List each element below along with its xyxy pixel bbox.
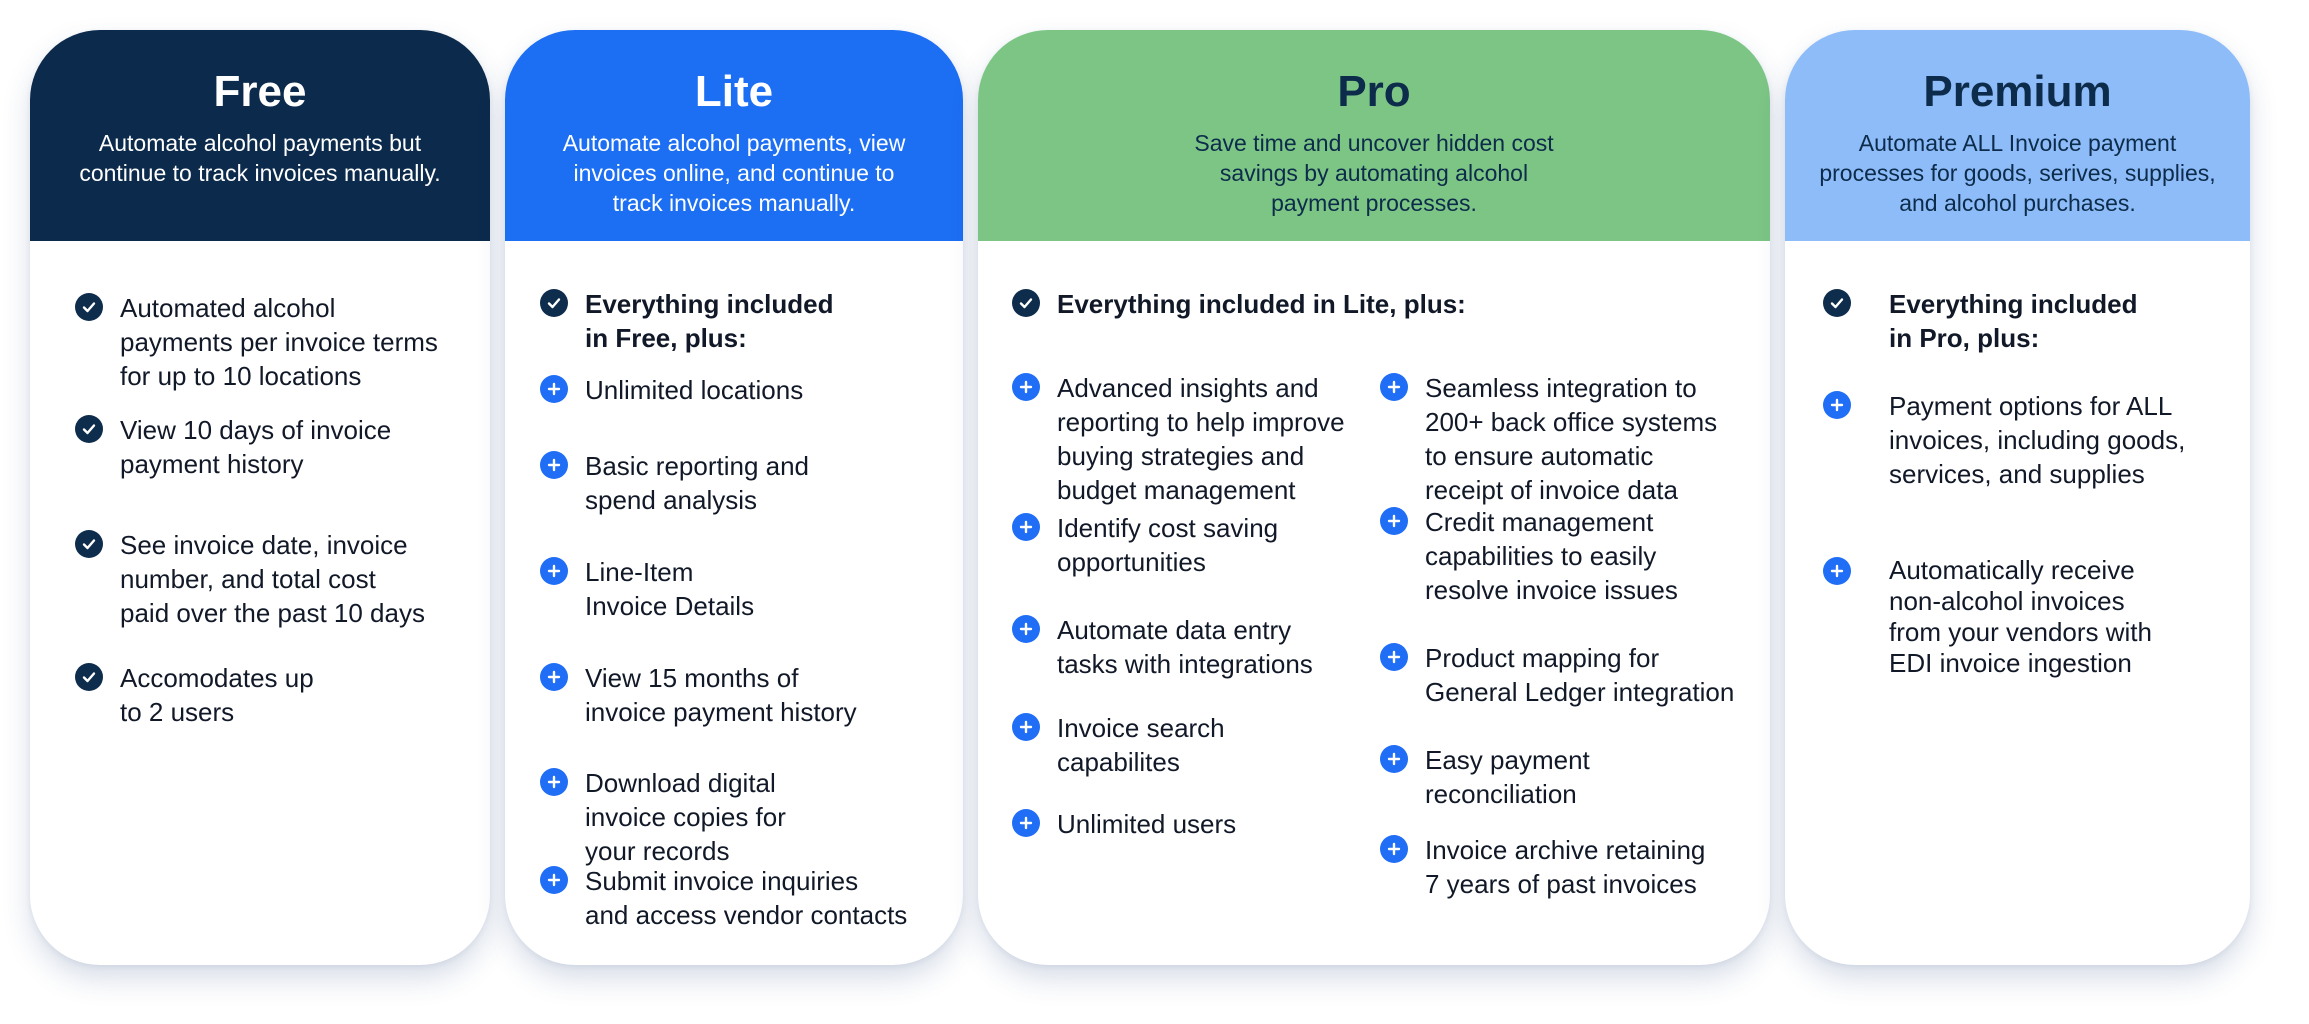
feature-text: Automatically receive non-alcohol invoic… xyxy=(1889,555,2152,678)
plus-circle-icon xyxy=(1012,615,1040,643)
plan-card-pro: Pro Save time and uncover hidden cost sa… xyxy=(978,30,1770,965)
feature-text: Automate data entry tasks with integrati… xyxy=(1057,615,1313,679)
feature-list: Automated alcohol payments per invoice t… xyxy=(30,241,490,965)
plan-header-pro: Pro Save time and uncover hidden cost sa… xyxy=(978,30,1770,241)
plus-circle-icon xyxy=(540,768,568,796)
feature-text: Accomodates up to 2 users xyxy=(120,663,314,727)
feature-text: View 10 days of invoice payment history xyxy=(120,415,392,479)
feature-text: Basic reporting and spend analysis xyxy=(585,451,810,515)
feature-item: Download digital invoice copies for your… xyxy=(540,766,786,868)
plus-circle-icon xyxy=(1012,809,1040,837)
plan-description: Automate alcohol payments, view invoices… xyxy=(562,130,906,216)
plan-name: Pro xyxy=(1337,67,1411,116)
plus-circle-icon xyxy=(540,375,568,403)
check-circle-icon xyxy=(540,289,568,317)
feature-item: Everything included in Lite, plus: xyxy=(1012,287,1466,321)
feature-item: Seamless integration to 200+ back office… xyxy=(1380,371,1717,507)
feature-text: Identify cost saving opportunities xyxy=(1057,513,1279,577)
feature-item: Submit invoice inquiries and access vend… xyxy=(540,864,907,932)
plus-circle-icon xyxy=(1380,373,1408,401)
feature-text: Credit management capabilities to easily… xyxy=(1425,507,1678,605)
feature-text: See invoice date, invoice number, and to… xyxy=(120,530,425,628)
feature-text: Everything included in Lite, plus: xyxy=(1057,289,1466,319)
plan-name: Free xyxy=(213,67,307,116)
plus-circle-icon xyxy=(1012,373,1040,401)
feature-list: Everything included in Pro, plus: Paymen… xyxy=(1785,241,2250,965)
feature-item: Product mapping for General Ledger integ… xyxy=(1380,641,1734,709)
feature-item: Basic reporting and spend analysis xyxy=(540,449,809,517)
plan-description: Automate alcohol payments but continue t… xyxy=(79,130,441,186)
feature-item: Advanced insights and reporting to help … xyxy=(1012,371,1345,507)
feature-text: Product mapping for General Ledger integ… xyxy=(1425,643,1735,707)
feature-list: Everything included in Free, plus: Unlim… xyxy=(505,241,963,965)
feature-item: Payment options for ALL invoices, includ… xyxy=(1823,389,2185,491)
feature-item: View 10 days of invoice payment history xyxy=(75,413,391,481)
plus-circle-icon xyxy=(1380,835,1408,863)
feature-text: Invoice archive retaining 7 years of pas… xyxy=(1425,835,1706,899)
feature-item: Unlimited locations xyxy=(540,373,803,407)
feature-item: Automatically receive non-alcohol invoic… xyxy=(1823,555,2152,679)
feature-item: Line-Item Invoice Details xyxy=(540,555,754,623)
feature-item: Everything included in Pro, plus: xyxy=(1823,287,2138,355)
feature-text: Line-Item Invoice Details xyxy=(585,557,755,621)
plan-description: Save time and uncover hidden cost saving… xyxy=(1194,130,1554,216)
plus-circle-icon xyxy=(540,866,568,894)
plan-header-premium: Premium Automate ALL Invoice payment pro… xyxy=(1785,30,2250,241)
plus-circle-icon xyxy=(1012,513,1040,541)
feature-item: Invoice archive retaining 7 years of pas… xyxy=(1380,833,1705,901)
feature-item: Credit management capabilities to easily… xyxy=(1380,505,1678,607)
plan-header-free: Free Automate alcohol payments but conti… xyxy=(30,30,490,241)
plus-circle-icon xyxy=(1380,507,1408,535)
feature-text: Easy payment reconciliation xyxy=(1425,745,1590,809)
feature-text: Seamless integration to 200+ back office… xyxy=(1425,373,1718,505)
feature-text: Unlimited users xyxy=(1057,809,1237,839)
plus-circle-icon xyxy=(540,663,568,691)
feature-item: View 15 months of invoice payment histor… xyxy=(540,661,857,729)
feature-item: Unlimited users xyxy=(1012,807,1236,841)
plan-name: Lite xyxy=(694,67,774,116)
check-circle-icon xyxy=(75,663,103,691)
feature-text: Payment options for ALL invoices, includ… xyxy=(1889,391,2186,489)
plus-circle-icon xyxy=(1823,391,1851,419)
feature-text: Everything included in Pro, plus: xyxy=(1889,289,2138,353)
feature-item: Easy payment reconciliation xyxy=(1380,743,1590,811)
check-circle-icon xyxy=(75,293,103,321)
feature-item: Automated alcohol payments per invoice t… xyxy=(75,291,438,393)
feature-text: Everything included in Free, plus: xyxy=(585,289,834,353)
feature-item: See invoice date, invoice number, and to… xyxy=(75,528,425,630)
check-circle-icon xyxy=(75,530,103,558)
feature-text: Download digital invoice copies for your… xyxy=(585,768,786,866)
plus-circle-icon xyxy=(1012,713,1040,741)
feature-text: Submit invoice inquiries and access vend… xyxy=(585,866,908,930)
feature-item: Automate data entry tasks with integrati… xyxy=(1012,613,1313,681)
check-circle-icon xyxy=(75,415,103,443)
feature-text: Unlimited locations xyxy=(585,375,804,405)
plus-circle-icon xyxy=(1380,643,1408,671)
plus-circle-icon xyxy=(540,557,568,585)
feature-list: Everything included in Lite, plus: Advan… xyxy=(978,241,1770,965)
plus-circle-icon xyxy=(540,451,568,479)
feature-item: Identify cost saving opportunities xyxy=(1012,511,1278,579)
plan-description: Automate ALL Invoice payment processes f… xyxy=(1819,130,2216,216)
feature-text: Invoice search capabilites xyxy=(1057,713,1225,777)
plan-card-premium: Premium Automate ALL Invoice payment pro… xyxy=(1785,30,2250,965)
feature-item: Invoice search capabilites xyxy=(1012,711,1225,779)
plan-card-lite: Lite Automate alcohol payments, view inv… xyxy=(505,30,963,965)
check-circle-icon xyxy=(1012,289,1040,317)
feature-item: Everything included in Free, plus: xyxy=(540,287,834,355)
plus-circle-icon xyxy=(1823,557,1851,585)
check-circle-icon xyxy=(1823,289,1851,317)
plan-header-lite: Lite Automate alcohol payments, view inv… xyxy=(505,30,963,241)
feature-text: Automated alcohol payments per invoice t… xyxy=(120,293,438,391)
feature-text: View 15 months of invoice payment histor… xyxy=(585,663,857,727)
feature-text: Advanced insights and reporting to help … xyxy=(1057,373,1345,505)
feature-item: Accomodates up to 2 users xyxy=(75,661,314,729)
plan-card-free: Free Automate alcohol payments but conti… xyxy=(30,30,490,965)
plus-circle-icon xyxy=(1380,745,1408,773)
plan-name: Premium xyxy=(1923,67,2112,116)
